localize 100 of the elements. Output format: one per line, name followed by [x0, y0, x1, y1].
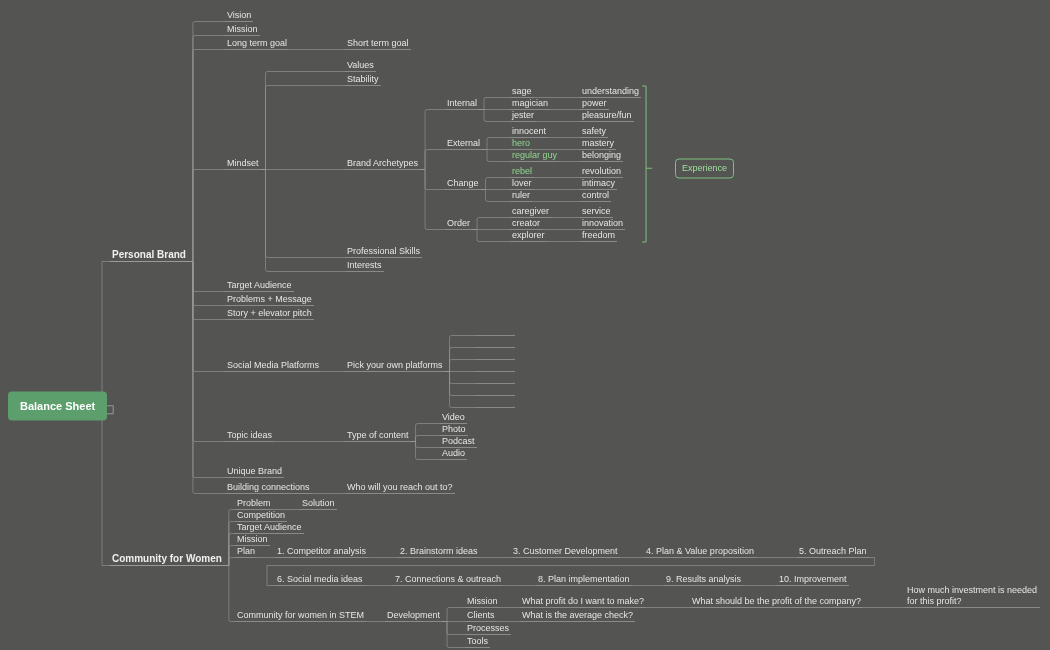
connector-line — [550, 217, 581, 218]
topic-label: Mission — [465, 596, 500, 608]
topic-label: Unique Brand — [225, 466, 285, 478]
topic-label: Audio — [440, 448, 468, 460]
summary-box: Experience — [675, 158, 735, 178]
connector-line — [533, 189, 581, 190]
topic-label: Photo — [440, 424, 468, 436]
topic-label: intimacy — [580, 178, 617, 190]
topic-label: 2. Brainstorm ideas — [398, 546, 480, 558]
topic-label: rebel — [510, 166, 534, 178]
topic-label: Values — [345, 60, 376, 72]
topic-label: Clients — [465, 610, 497, 622]
connector-line — [531, 201, 581, 202]
topic-label: Problem — [235, 498, 273, 510]
connector-line — [742, 585, 778, 586]
topic-label: 5. Outreach Plan — [797, 546, 869, 558]
connector-line — [441, 621, 466, 648]
topic-label: 7. Connections & outreach — [393, 574, 504, 586]
topic-label: Social Media Platforms — [225, 360, 322, 372]
topic-label: 1. Competitor analysis — [275, 546, 369, 558]
connector-line — [546, 241, 581, 242]
connector-line — [410, 441, 441, 460]
topic-label: Tools — [465, 636, 490, 648]
topic-label: control — [580, 190, 611, 202]
topic-label: Target Audience — [225, 280, 294, 292]
topic-label: Who will you reach out to? — [345, 482, 455, 494]
topic-label: Vision — [225, 10, 254, 22]
topic-label: Change — [445, 178, 481, 190]
topic-label: Internal — [445, 98, 480, 110]
topic-label: 6. Social media ideas — [275, 574, 365, 586]
topic-label: hero — [510, 138, 532, 150]
topic-label: 8. Plan implementation — [536, 574, 632, 586]
topic-label: Professional Skills — [345, 246, 423, 258]
topic-label: service — [580, 206, 613, 218]
topic-label: Competition — [235, 510, 288, 522]
topic-label: 3. Customer Development — [511, 546, 620, 558]
connector-line — [645, 607, 691, 608]
topic-label: Community for women in STEM — [235, 610, 367, 622]
topic-label: Solution — [300, 498, 337, 510]
topic-label: jester — [510, 110, 536, 122]
connector-line — [619, 557, 645, 558]
topic-label: magician — [510, 98, 551, 110]
connector-line — [365, 621, 386, 622]
topic-label: pleasure/fun — [580, 110, 634, 122]
topic-label: Video — [440, 412, 467, 424]
topic-label: 9. Results analysis — [664, 574, 744, 586]
connector-line — [862, 607, 906, 608]
topic-label: explorer — [510, 230, 547, 242]
topic-label: sage — [510, 86, 534, 98]
connector-line — [266, 557, 875, 586]
topic-label: Podcast — [440, 436, 477, 448]
topic-label: understanding — [580, 86, 642, 98]
connector-line — [478, 109, 511, 122]
topic-label: power — [580, 98, 609, 110]
topic-label: 4. Plan & Value proposition — [644, 546, 756, 558]
connector-line — [481, 149, 511, 162]
topic-label: regular guy — [510, 150, 560, 162]
topic-label: innocent — [510, 126, 549, 138]
topic-label: How much investment is needed for this profit? — [905, 585, 1040, 608]
topic-label: ruler — [510, 190, 532, 202]
topic-label: Plan — [235, 546, 257, 558]
connector-line — [273, 441, 346, 442]
connector-line — [479, 557, 512, 558]
connector-line — [256, 557, 276, 558]
topic-label: caregiver — [510, 206, 551, 218]
root-topic-box: Balance Sheet — [8, 391, 108, 420]
connector-line — [547, 137, 581, 138]
topic-label: Interests — [345, 260, 384, 272]
topic-label: Order — [445, 218, 472, 230]
topic-label: Stability — [345, 74, 381, 86]
connector-line — [367, 557, 399, 558]
topic-label: What should be the profit of the company? — [690, 596, 864, 608]
connector-line — [480, 189, 511, 202]
topic-label: Type of content — [345, 430, 411, 442]
connector-line — [311, 493, 346, 494]
connector-line — [533, 177, 581, 178]
connector-line — [502, 585, 537, 586]
topic-label: Story + elevator pitch — [225, 308, 314, 320]
connector-line — [288, 49, 346, 50]
topic-label: belonging — [580, 150, 624, 162]
connector-line — [558, 161, 581, 162]
topic-label: Target Audience — [235, 522, 304, 534]
topic-label: Short term goal — [345, 38, 411, 50]
connector-line — [755, 557, 798, 558]
connector-line — [320, 371, 346, 372]
topic-label: Problems + Message — [225, 294, 314, 306]
topic-label: What is the average check? — [520, 610, 636, 622]
topic-label: External — [445, 138, 483, 150]
connector-line — [549, 109, 581, 110]
connector-line — [471, 229, 511, 242]
topic-label: innovation — [580, 218, 626, 230]
topic-label: Building connections — [225, 482, 312, 494]
connector-line — [444, 371, 476, 408]
topic-label: Pick your own platforms — [345, 360, 445, 372]
connector-line — [272, 509, 301, 510]
topic-label: Processes — [465, 623, 512, 635]
connector-line — [533, 97, 581, 98]
branch-topic: Personal Brand — [110, 248, 188, 262]
topic-label: What profit do I want to make? — [520, 596, 647, 608]
connector-line — [364, 585, 394, 586]
